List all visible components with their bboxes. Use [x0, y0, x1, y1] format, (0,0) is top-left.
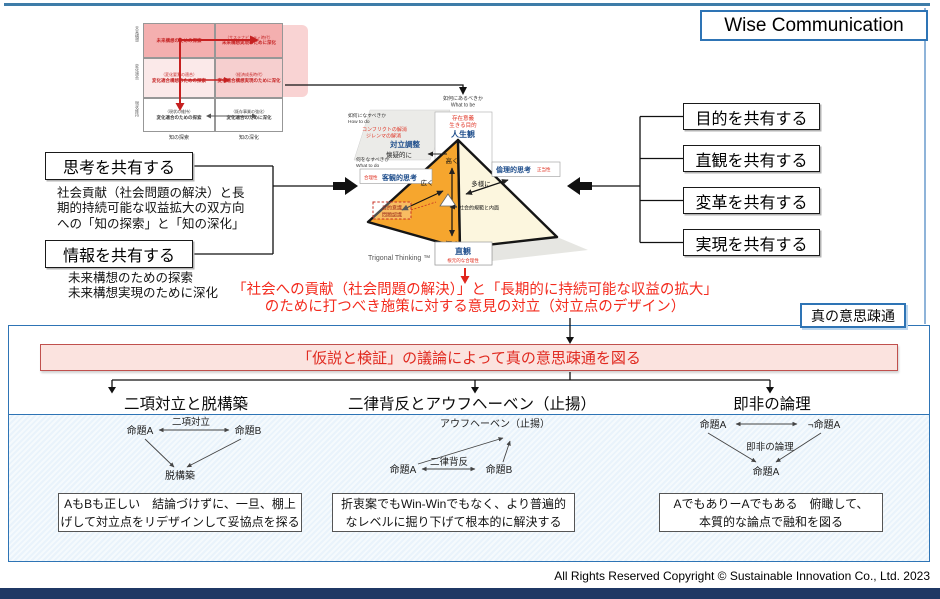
legitimacy-label: 正当性: [537, 166, 551, 173]
how-to-do-jp: 如何になすべきか: [348, 112, 386, 119]
how-to-do-en: How to do: [348, 119, 370, 125]
trigonal-thinking-tm: Trigonal Thinking ™: [368, 255, 430, 262]
right-edge-line: [924, 8, 926, 324]
bottom-navy-bar: [0, 588, 940, 599]
deep-label: 深く: [446, 239, 459, 248]
copyright-text: All Rights Reserved Copyright © Sustaina…: [554, 569, 930, 583]
intuition-label: 直観: [455, 246, 471, 256]
diverse-label: 多様に: [471, 179, 491, 188]
conflict-adjust-label: 対立調整: [389, 139, 420, 149]
matrix-row-label: 変化適合: [135, 64, 140, 80]
pyramid-shadow: [460, 237, 588, 261]
share-intuition-box: 直観を共有する: [683, 145, 820, 172]
what-to-be-en: What to be: [451, 103, 475, 109]
section-header-dichotomy: 二項対立と脱構築: [123, 396, 248, 413]
note-dichotomy: AもBも正しい 結論づけずに、一旦、棚上 げして対立点をリデザインして妥協点を探…: [58, 493, 302, 532]
matrix-cell: （変化要素の適合） 変化適合構想のための探索: [143, 58, 215, 98]
center-strip: [434, 111, 493, 266]
wide-label: 広く: [421, 178, 434, 187]
purpose-awareness: 目的意識: [382, 205, 402, 212]
matrix-cell: （現状の維持） 変化適合のための探索: [143, 98, 215, 132]
share-purpose-box: 目的を共有する: [683, 103, 820, 130]
skeptical-label: 懐疑的に: [386, 150, 412, 159]
rationality-label: 合理性: [364, 174, 378, 181]
social-norms-label: 社会的規範と内面: [459, 205, 499, 212]
problem-awareness: 問題認識: [382, 212, 402, 219]
logic-methods-section: [8, 415, 930, 562]
life-purpose: 生きる目的: [449, 121, 477, 129]
conflict-resolution: コンフリクトの解消: [362, 126, 407, 133]
intuition-sub-label: 根元的な合理性: [447, 257, 479, 264]
dilemma-resolution: ジレンマの解消: [366, 133, 401, 140]
matrix-row-label: 未来構想: [135, 26, 140, 42]
matrix-cell: （既存事業の強化） 変化適合のために深化: [215, 98, 283, 132]
what-to-do-jp: 何をなすべきか: [356, 156, 389, 163]
matrix-row-label: 現状維持: [135, 101, 140, 117]
note-sokuhi: AでもありーAでもある 俯瞰して、 本質的な論点で融和を図る: [659, 493, 883, 532]
exist-meaning: 存在意義: [452, 114, 475, 122]
true-communication-label: 真の意思疎通: [800, 303, 906, 328]
pyramid-left-face: [366, 138, 462, 250]
hypothesis-verification-banner: 「仮説と検証」の議論によって真の意思疎通を図る: [40, 344, 898, 371]
matrix-cell: （経済成長時代） 変化適合構想実現のために深化: [215, 58, 283, 98]
conflict-note: 「社会への貢献（社会問題の解決）」と「長期的に持続可能な収益の拡大」 のために打…: [232, 282, 718, 315]
share-info-desc: 未来構想のための探索 未来構想実現のために深化: [68, 271, 219, 301]
life-view-label: 人生観: [451, 129, 475, 139]
how-to-do-zone: [353, 109, 451, 161]
share-info-box: 情報を共有する: [45, 240, 193, 268]
ethical-thinking-label: 倫理的思考: [496, 165, 531, 174]
share-reform-box: 変革を共有する: [683, 187, 820, 214]
objective-thinking-label: 客観的思考: [381, 173, 417, 182]
share-thinking-box: 思考を共有する: [45, 152, 193, 180]
share-realization-box: 実現を共有する: [683, 229, 820, 256]
top-divider-line: [4, 3, 930, 6]
matrix-cell: （サステナビリティ時代） 未来構想実現のために深化: [215, 23, 283, 58]
matrix-col-label: 知の探索: [168, 135, 189, 141]
high-label: 高く: [446, 156, 459, 165]
trigonal-thinking-diagram: 如何にあるべきか What to be 存在意義 生きる目的 人生観 如何になす…: [348, 95, 588, 266]
matrix-cell: 未来構想のための探索: [143, 23, 215, 58]
matrix-col-label: 知の深化: [238, 135, 259, 141]
what-to-be-jp: 如何にあるべきか: [443, 95, 483, 102]
what-to-do-en: What to do: [356, 163, 380, 169]
pyramid-right-face: [456, 138, 559, 250]
slide-title: Wise Communication: [700, 10, 928, 41]
section-header-antinomy: 二律背反とアウフヘーベン（止揚）: [347, 396, 596, 413]
note-antinomy: 折衷案でもWin-Winでもなく、より普遍的 なレベルに掘り下げて根本的に解決す…: [332, 493, 575, 532]
section-header-sokuhi: 即非の論理: [733, 396, 811, 413]
share-thinking-desc: 社会貢献（社会問題の解決）と長 期的持続可能な収益拡大の双方向 への「知の探索」…: [57, 186, 245, 231]
